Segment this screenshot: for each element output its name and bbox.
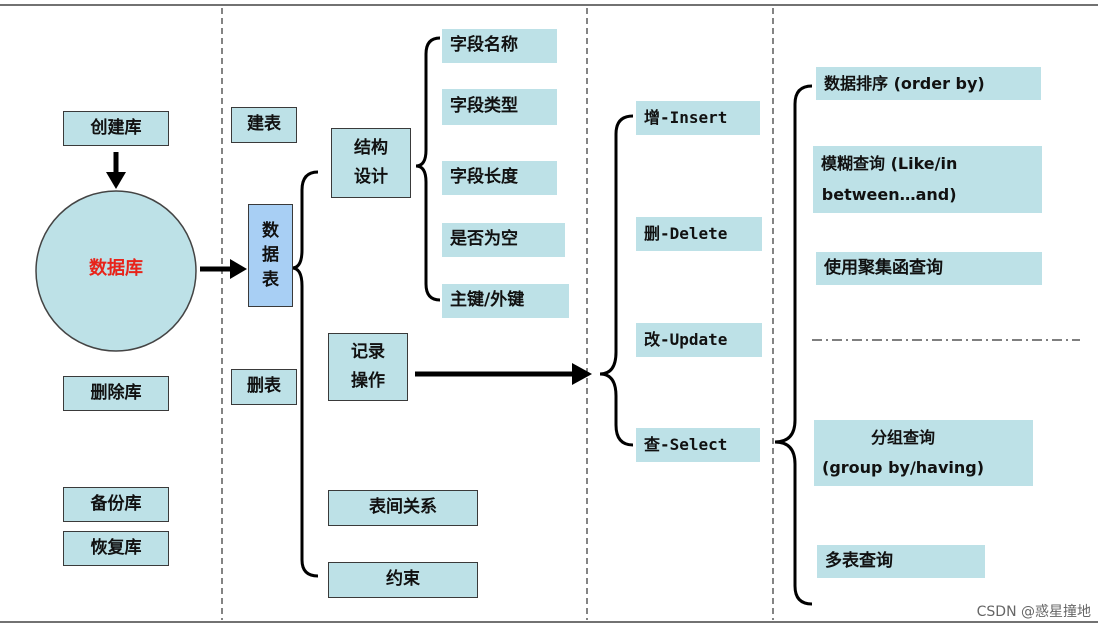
- table-relation-box: 表间关系: [328, 490, 478, 526]
- table-relation-label: 表间关系: [369, 497, 437, 518]
- brace-select: [774, 84, 813, 606]
- constraint-box: 约束: [328, 562, 478, 598]
- delete-database-label: 删除库: [90, 382, 142, 403]
- structure-item-label: 主键/外键: [450, 290, 525, 311]
- operation-delete: 删-Delete: [636, 217, 762, 251]
- select-multi-box: 多表查询: [817, 545, 985, 578]
- data-table-box: 数 据 表: [248, 204, 293, 307]
- brace-structure: [415, 36, 441, 302]
- structure-item: 字段长度: [442, 161, 557, 195]
- structure-item: 字段名称: [442, 29, 557, 63]
- restore-database-box: 恢复库: [63, 531, 169, 566]
- delete-database-box: 删除库: [63, 376, 169, 411]
- arrow-record-ops-head: [572, 363, 592, 385]
- select-group-box: 分组查询 (group by/having): [814, 420, 1033, 486]
- backup-database-label: 备份库: [90, 493, 142, 514]
- database-label: 数据库: [89, 258, 143, 279]
- drop-table-label: 删表: [247, 376, 281, 397]
- restore-database-label: 恢复库: [90, 537, 142, 558]
- structure-item-label: 是否为空: [450, 229, 518, 250]
- operation-select: 查-Select: [636, 428, 760, 462]
- brace-operations: [599, 114, 634, 447]
- operation-delete-label: 删-Delete: [644, 224, 728, 243]
- structure-item: 主键/外键: [442, 284, 569, 318]
- create-database-label: 创建库: [90, 117, 142, 138]
- create-database-box: 创建库: [63, 111, 169, 146]
- database-circle: [35, 190, 197, 352]
- select-fuzzy-box: 模糊查询 (Like/in between…and): [813, 146, 1042, 213]
- create-table-box: 建表: [231, 107, 297, 143]
- arrow-create-db-head: [106, 172, 126, 189]
- structure-item-label: 字段长度: [450, 167, 518, 188]
- create-table-label: 建表: [247, 114, 281, 135]
- watermark: CSDN @惑星撞地: [976, 604, 1091, 620]
- record-operation-label: 记录 操作: [351, 342, 385, 391]
- backup-database-box: 备份库: [63, 487, 169, 522]
- select-fuzzy-label: 模糊查询 (Like/in between…and): [821, 154, 958, 204]
- structure-item: 字段类型: [442, 89, 557, 125]
- operation-insert: 增-Insert: [636, 101, 760, 135]
- operation-select-label: 查-Select: [644, 435, 728, 454]
- arrow-db-table-head: [230, 259, 247, 279]
- select-group-label: 分组查询 (group by/having): [822, 427, 985, 477]
- operation-insert-label: 增-Insert: [644, 108, 728, 127]
- structure-item-label: 字段名称: [450, 35, 518, 56]
- operation-update-label: 改-Update: [644, 330, 728, 349]
- record-operation-box: 记录 操作: [328, 333, 408, 401]
- structure-item-label: 字段类型: [450, 96, 518, 117]
- drop-table-box: 删表: [231, 369, 297, 405]
- select-order-box: 数据排序 (order by): [816, 67, 1041, 100]
- structure-design-label: 结构 设计: [354, 138, 388, 187]
- structure-design-box: 结构 设计: [331, 128, 411, 198]
- select-order-label: 数据排序 (order by): [824, 73, 985, 93]
- select-aggregate-label: 使用聚集函查询: [824, 257, 943, 278]
- operation-update: 改-Update: [636, 323, 762, 357]
- data-table-label: 数 据 表: [262, 220, 279, 290]
- constraint-label: 约束: [386, 569, 420, 590]
- select-aggregate-box: 使用聚集函查询: [816, 252, 1042, 285]
- structure-item: 是否为空: [442, 223, 565, 257]
- select-multi-label: 多表查询: [825, 550, 893, 571]
